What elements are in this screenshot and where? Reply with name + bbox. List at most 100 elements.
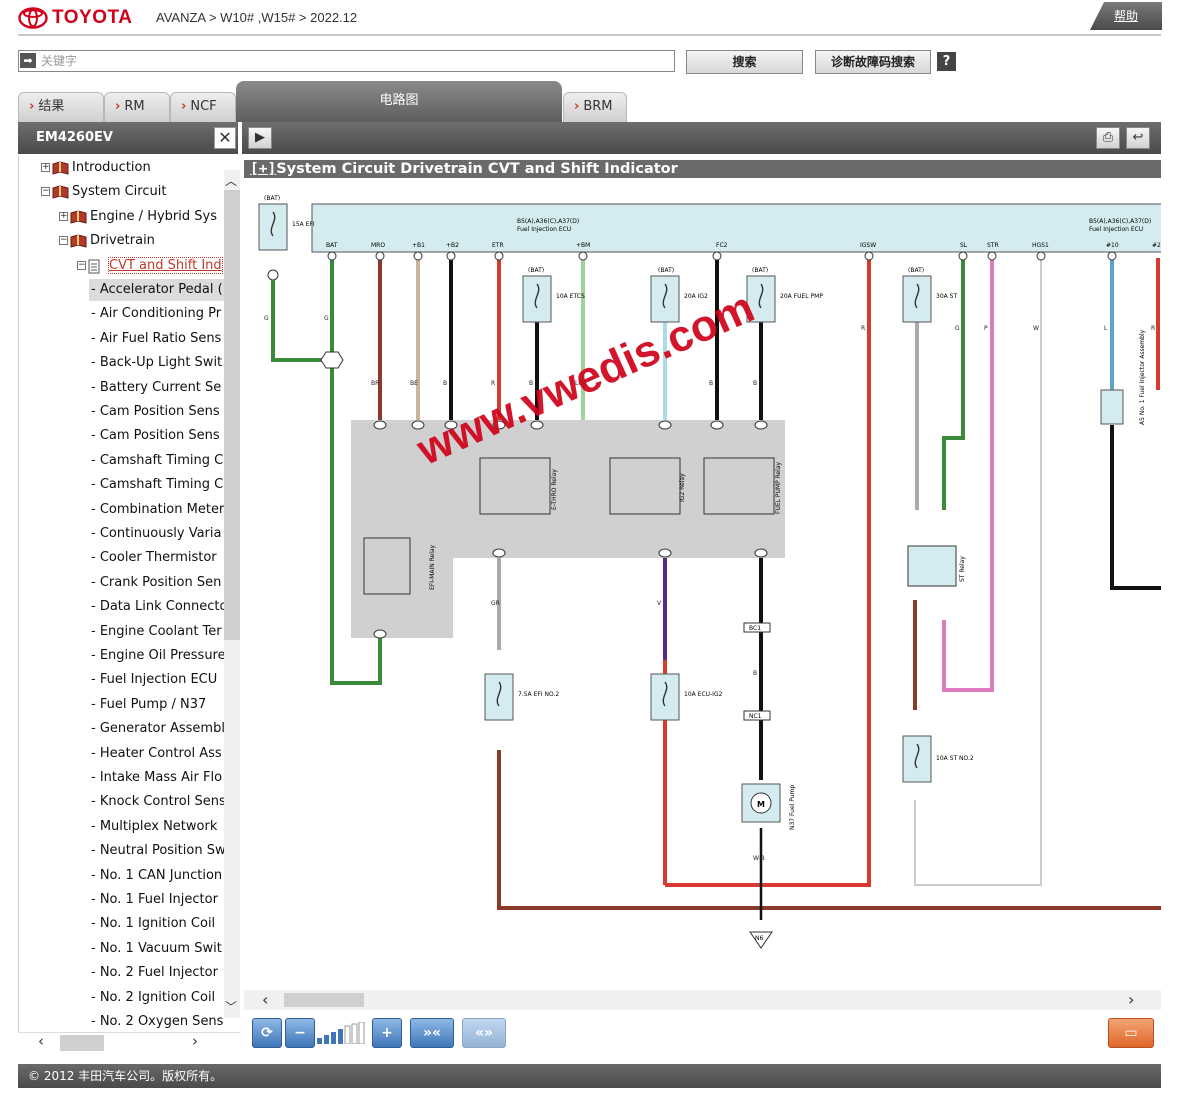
tree-item[interactable]: - No. 1 CAN Junction (91, 865, 222, 887)
fuse-label: 10A ST NO.2 (936, 755, 974, 762)
tree-item[interactable]: - Generator Assembl (91, 718, 224, 740)
tree-item[interactable]: - Crank Position Sen (91, 572, 221, 594)
collapse-minus-icon[interactable]: − (59, 235, 68, 246)
tree-item[interactable]: - Combination Meter (91, 499, 224, 521)
tree-item[interactable]: - Camshaft Timing C (91, 450, 223, 472)
tree-item[interactable]: - Engine Coolant Ter (91, 621, 222, 643)
tree-item[interactable]: +Introduction (41, 157, 151, 179)
expand-plus-icon[interactable]: + (59, 210, 68, 221)
zoom-in-icon[interactable]: + (372, 1018, 402, 1048)
help-question-icon[interactable]: ? (937, 52, 956, 71)
diagram-title: System Circuit Drivetrain CVT and Shift … (276, 161, 678, 177)
expand-plus-icon[interactable]: + (41, 162, 50, 172)
tree-item-label: Neutral Position Sw (99, 843, 224, 859)
tree-item[interactable]: - Camshaft Timing C (91, 474, 223, 496)
tree-item[interactable]: - Air Conditioning Pr (91, 303, 221, 325)
svg-text:P: P (984, 325, 988, 332)
tab-ncf[interactable]: ›NCF (170, 92, 236, 122)
pin-name: IGSW (860, 242, 876, 249)
tab-wiring-diagram[interactable]: 电路图 (236, 81, 562, 122)
diagram-horizontal-scrollbar[interactable] (244, 990, 1161, 1010)
tree-item[interactable]: - No. 1 Ignition Coil (91, 913, 215, 935)
tree-item[interactable]: - Data Link Connecto (91, 596, 224, 618)
refresh-icon[interactable]: ⟳ (252, 1018, 282, 1048)
tree-item[interactable]: - Back-Up Light Swit (91, 352, 222, 374)
collapse-minus-icon[interactable]: − (41, 186, 50, 197)
tree-item[interactable]: - No. 2 Ignition Coil (91, 987, 215, 1009)
help-link[interactable]: 帮助 (1090, 2, 1162, 30)
diagram-hscroll-thumb[interactable] (284, 993, 364, 1007)
relays (363, 457, 957, 595)
tab-results[interactable]: ›结果 (18, 92, 104, 122)
tab-rm[interactable]: ›RM (104, 92, 170, 122)
scroll-right-icon[interactable]: › (192, 1032, 198, 1050)
tree-bullet: - (91, 550, 100, 566)
tree-item-label: No. 1 Fuel Injector (99, 892, 218, 907)
tree-item[interactable]: - Accelerator Pedal ( (89, 279, 224, 301)
ecu-name-right: Fuel Injection ECU (1089, 226, 1143, 233)
zoom-level-slider[interactable] (316, 1021, 370, 1045)
tree-item[interactable]: - No. 1 Fuel Injector (91, 889, 218, 911)
relay-ethro-label: E-THRO Relay (551, 469, 558, 510)
print-icon[interactable]: ⎙ (1096, 127, 1120, 149)
search-input[interactable]: 关键字 (18, 50, 675, 72)
tree-item[interactable]: - Intake Mass Air Flo (91, 767, 222, 789)
play-icon[interactable]: ▶ (248, 127, 272, 149)
tree-item-label: Drivetrain (90, 233, 155, 249)
wiring-diagram[interactable]: B5(A),A36(C),A37(D) Fuel Injection ECU B… (244, 180, 1161, 988)
tree-item[interactable]: - No. 2 Fuel Injector (91, 962, 218, 984)
tree-scroll-thumb[interactable] (224, 190, 240, 640)
tree-item-label: Air Fuel Ratio Sens (99, 330, 222, 346)
pin-name: FC2 (716, 242, 728, 249)
return-icon[interactable]: ↩ (1126, 127, 1150, 149)
tree-item[interactable]: - Cam Position Sens (91, 425, 220, 447)
tree-bullet: - (91, 745, 100, 761)
tree-item[interactable]: - Battery Current Se (91, 377, 221, 399)
tree-item[interactable]: - No. 2 Oxygen Sens (91, 1011, 223, 1032)
scroll-left-icon[interactable]: ‹ (38, 1032, 44, 1050)
tree-item-label: Engine Oil Pressure (99, 648, 224, 663)
tree-item[interactable]: − Drivetrain (59, 230, 155, 252)
fuel-injector (1100, 389, 1124, 425)
tree-horizontal-scrollbar[interactable] (18, 1032, 240, 1054)
tree-item[interactable]: +Engine / Hybrid Sys (59, 206, 217, 228)
tree-item[interactable]: −System Circuit (41, 181, 166, 203)
comment-icon[interactable]: ▭ (1108, 1018, 1154, 1048)
scroll-down-icon[interactable]: ﹀ (225, 1000, 238, 1014)
expand-toggle[interactable]: [+] (250, 161, 277, 177)
tree-item[interactable]: - Engine Oil Pressure (91, 645, 224, 667)
tree-item[interactable]: - Neutral Position Sw (91, 840, 224, 862)
prev-next-icon[interactable]: «» (462, 1018, 506, 1048)
dtc-search-button[interactable]: 诊断故障码搜索 (815, 50, 931, 74)
tree-item[interactable]: - Air Fuel Ratio Sens (91, 328, 221, 350)
tree-item[interactable]: −CVT and Shift Ind (77, 255, 223, 277)
tree-bullet: - (91, 428, 100, 444)
tree-bullet: - (91, 818, 100, 834)
toyota-logo[interactable]: TOYOTA (18, 6, 132, 30)
tree-item[interactable]: - Knock Control Sens (91, 791, 224, 813)
close-icon[interactable]: ✕ (214, 127, 236, 149)
relay-st-label: ST Relay (959, 556, 966, 582)
tree-item[interactable]: - Multiplex Network (91, 816, 217, 838)
chevron-right-icon: › (181, 99, 187, 114)
search-button[interactable]: 搜索 (686, 50, 803, 74)
fit-width-icon[interactable]: »« (410, 1018, 454, 1048)
tab-label: RM (124, 99, 145, 114)
scroll-left-icon[interactable]: ‹ (262, 990, 269, 1009)
tree-item[interactable]: - No. 1 Vacuum Swit (91, 938, 222, 960)
tree-item[interactable]: - Cooler Thermistor (91, 547, 217, 569)
tree-hscroll-thumb[interactable] (60, 1035, 104, 1051)
tree-bullet: - (91, 282, 100, 297)
tree-item[interactable]: - Fuel Injection ECU (91, 669, 217, 691)
tree-item[interactable]: - Heater Control Ass (91, 743, 222, 765)
tree-item[interactable]: - Cam Position Sens (91, 401, 220, 423)
tab-brm[interactable]: ›BRM (563, 92, 627, 122)
zoom-out-icon[interactable]: − (285, 1018, 315, 1048)
footer: © 2012 丰田汽车公司。版权所有。 (18, 1064, 1161, 1088)
scroll-right-icon[interactable]: › (1128, 990, 1135, 1009)
collapse-minus-icon[interactable]: − (77, 259, 86, 270)
scroll-up-icon[interactable]: ︿ (225, 174, 238, 188)
tree-item[interactable]: - Continuously Varia (91, 523, 221, 545)
tree-item[interactable]: - Fuel Pump / N37 (91, 694, 206, 716)
book-icon (70, 234, 87, 248)
